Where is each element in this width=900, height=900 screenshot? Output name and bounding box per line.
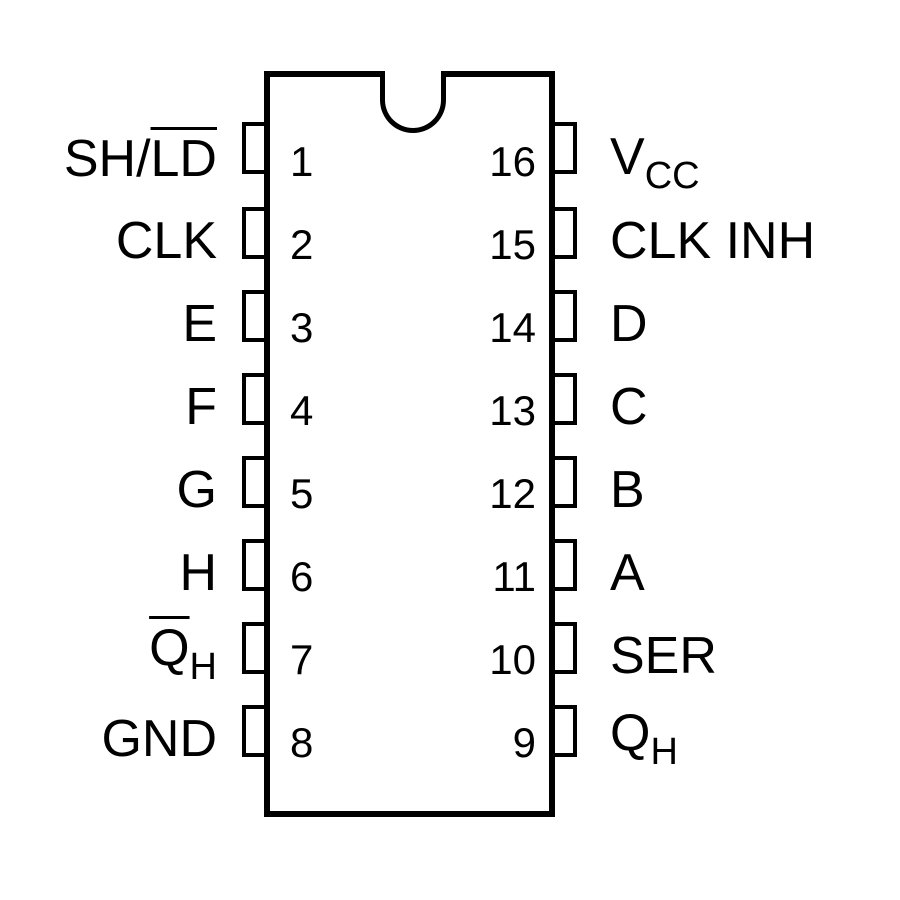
pin-lead-11 xyxy=(555,539,577,591)
pin-number-10: 10 xyxy=(489,636,536,683)
pin-label-qh: QH xyxy=(610,704,678,773)
pin-number-1: 1 xyxy=(290,138,314,185)
pin-number-5: 5 xyxy=(290,470,314,517)
pin-number-13: 13 xyxy=(489,387,536,434)
pin-number-15: 15 xyxy=(489,221,536,268)
pin-number-6: 6 xyxy=(290,553,314,600)
pin-lead-16 xyxy=(555,122,577,174)
pin-lead-4 xyxy=(242,373,264,425)
pin-number-16: 16 xyxy=(489,138,536,185)
pin-lead-12 xyxy=(555,456,577,508)
pin-lead-6 xyxy=(242,539,264,591)
pin-number-4: 4 xyxy=(290,387,314,434)
pin-number-11: 11 xyxy=(492,553,536,600)
pin-number-7: 7 xyxy=(290,636,314,683)
pin-lead-13 xyxy=(555,373,577,425)
pin-lead-5 xyxy=(242,456,264,508)
pin-number-12: 12 xyxy=(489,470,536,517)
pin-number-14: 14 xyxy=(489,304,536,351)
pin-label-g: G xyxy=(176,461,217,519)
pin-lead-2 xyxy=(242,207,264,259)
pin-lead-9 xyxy=(555,705,577,757)
pin-number-9: 9 xyxy=(512,719,536,766)
pin1-orientation-notch xyxy=(380,71,446,133)
pin-label-clk: CLK xyxy=(115,212,217,270)
pin-label-sh-ld: SH/LD xyxy=(63,130,217,188)
pin-lead-14 xyxy=(555,290,577,342)
pin-lead-1 xyxy=(242,122,264,174)
pin-lead-8 xyxy=(242,705,264,757)
pin-label-a: A xyxy=(610,544,645,602)
pin-lead-15 xyxy=(555,207,577,259)
pin-label-ser: SER xyxy=(610,627,717,685)
pin-label-c: C xyxy=(610,378,648,436)
pin-number-8: 8 xyxy=(290,719,314,766)
pin-label-d: D xyxy=(610,295,648,353)
pin-label-qh-bar: QH xyxy=(149,619,217,688)
pin-lead-10 xyxy=(555,622,577,674)
pin-label-f: F xyxy=(185,378,217,436)
pin-label-h: H xyxy=(179,544,217,602)
pin-label-clk-inh: CLK INH xyxy=(610,212,816,270)
pin-number-2: 2 xyxy=(290,221,314,268)
pin-label-e: E xyxy=(182,295,217,353)
pin-number-3: 3 xyxy=(290,304,314,351)
pin-label-gnd: GND xyxy=(101,710,217,768)
pin-lead-3 xyxy=(242,290,264,342)
pin-label-b: B xyxy=(610,461,645,519)
chip-package-outline xyxy=(264,71,555,817)
pin-label-vcc: VCC xyxy=(610,128,700,197)
pin-lead-7 xyxy=(242,622,264,674)
